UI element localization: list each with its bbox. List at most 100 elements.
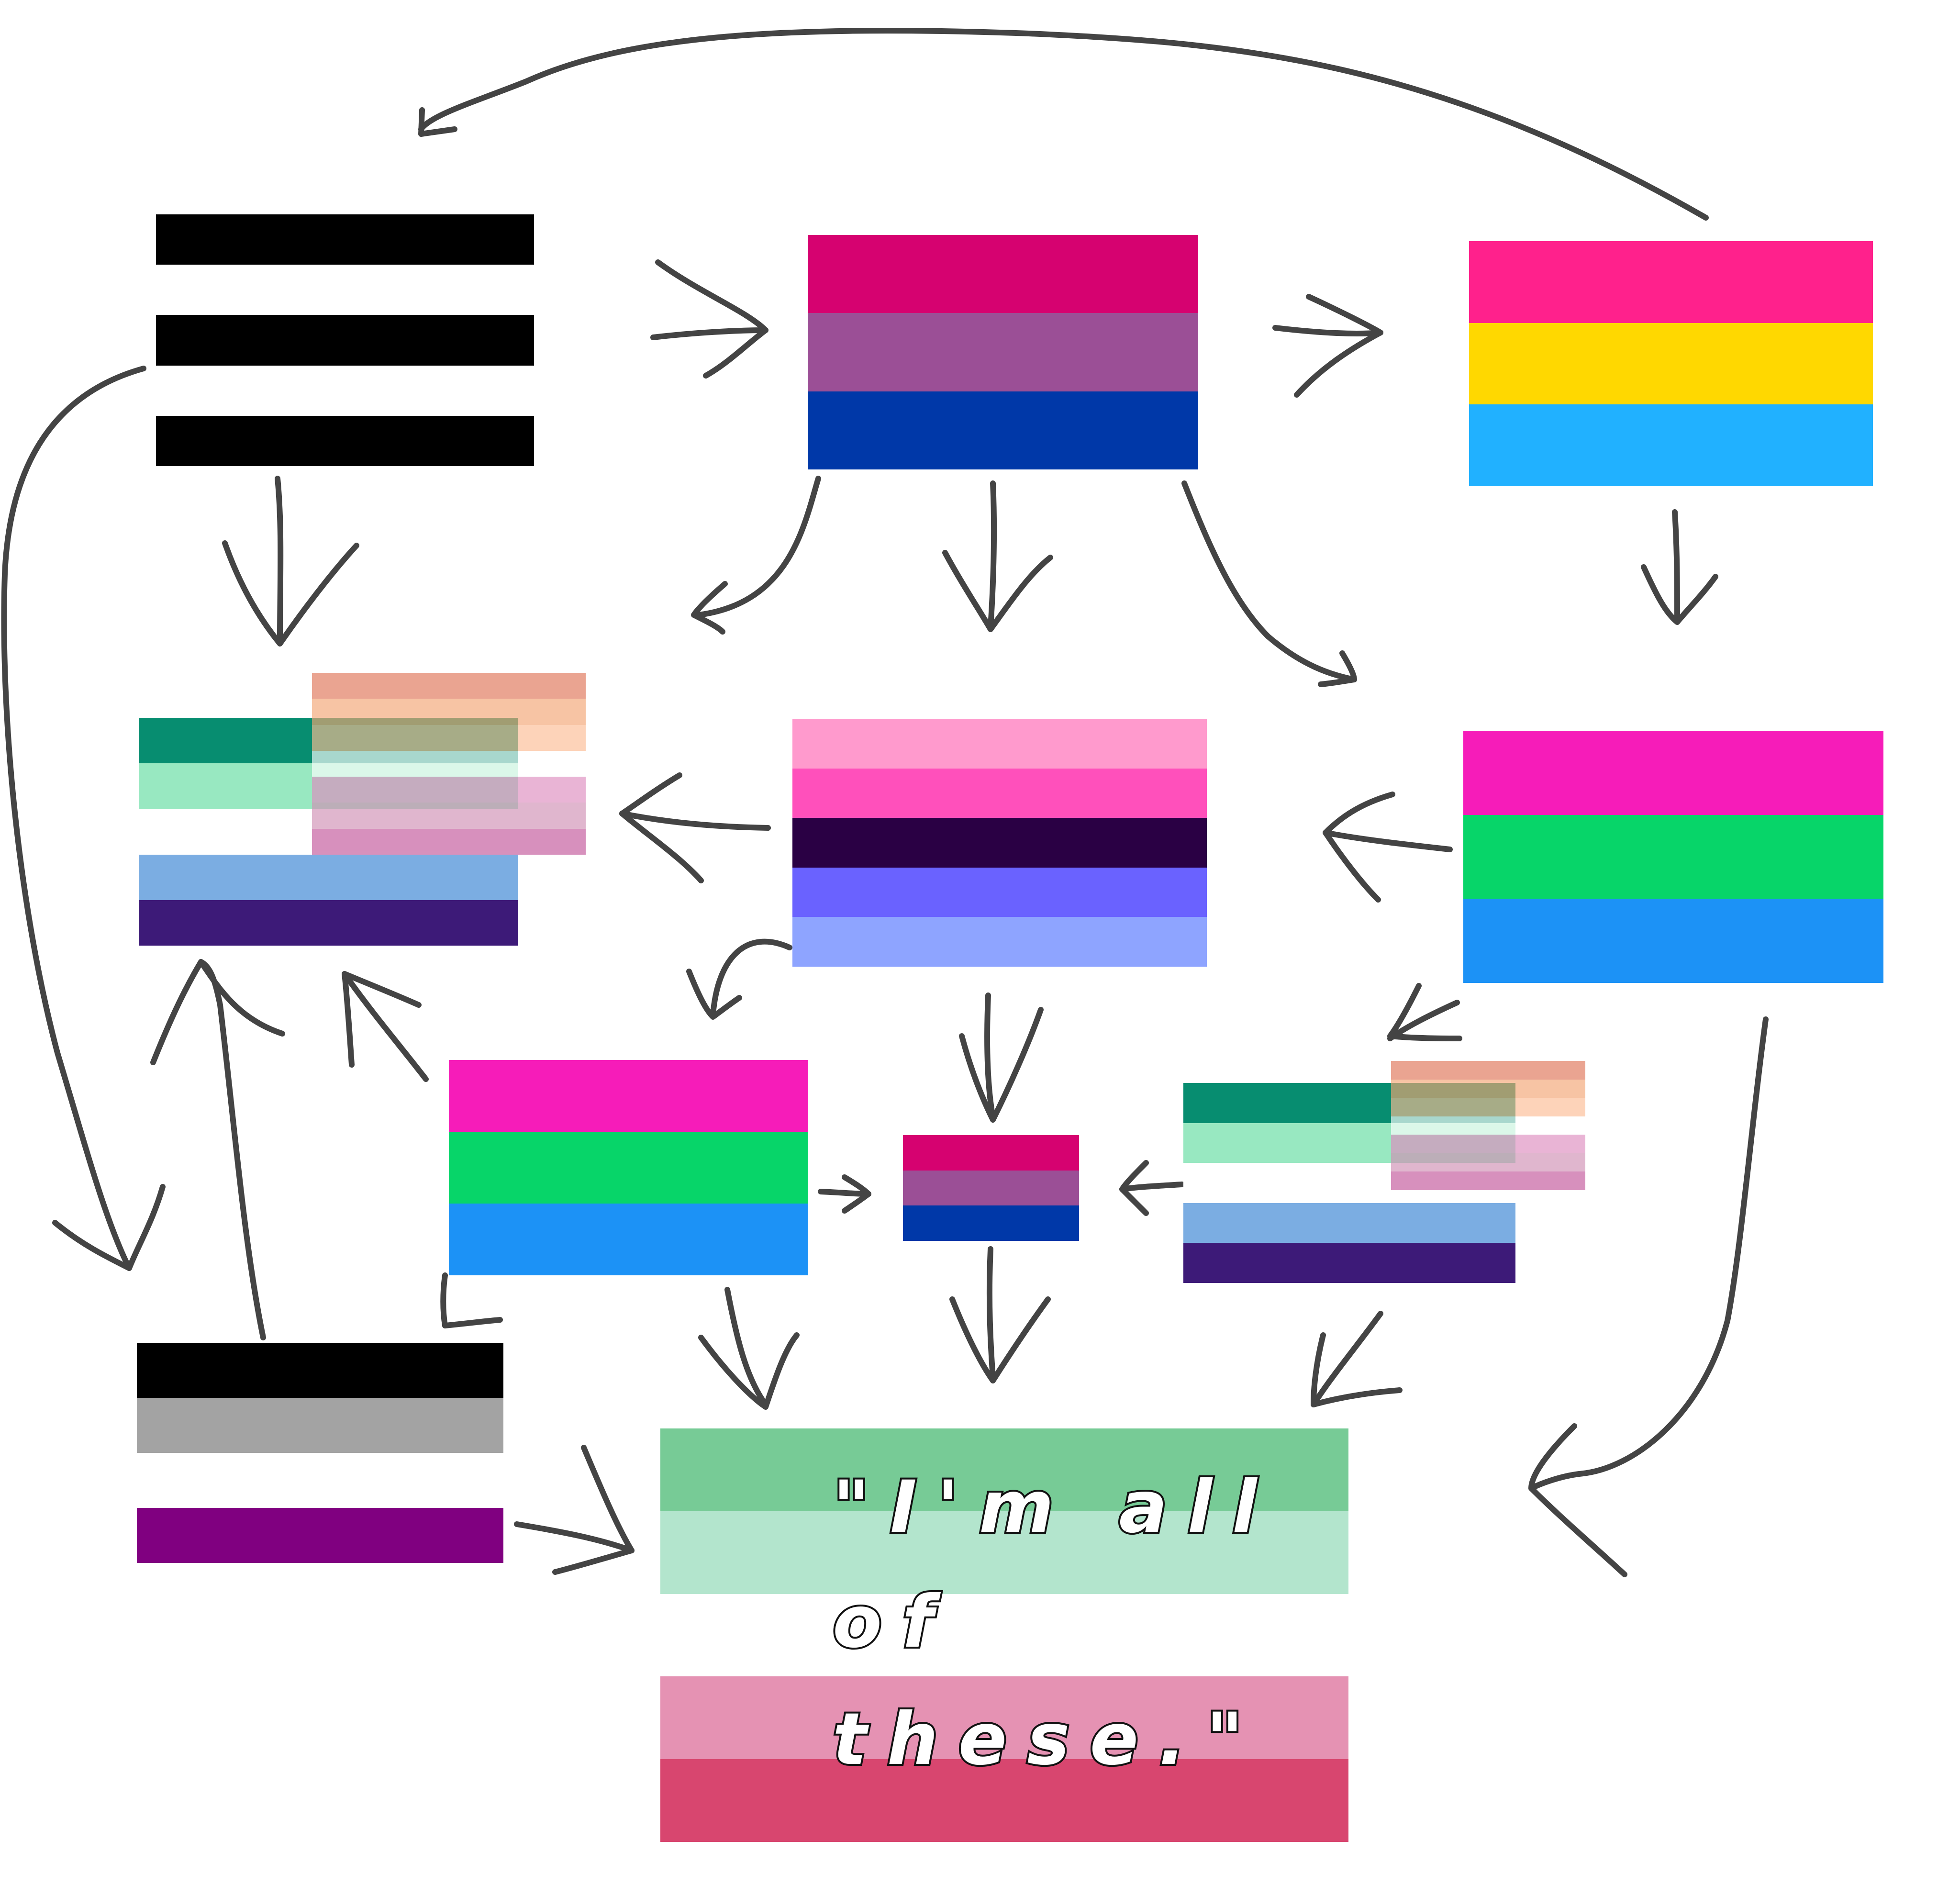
flag-genderfluid-stripe-2 <box>792 768 1207 818</box>
flag-straight-stripe-4 <box>156 365 534 416</box>
flag-wlw-left-stripe-7 <box>312 828 586 855</box>
flag-mlm-left-stripe-5 <box>139 900 518 946</box>
flag-final-stripe-1 <box>660 1428 1348 1512</box>
flag-final-stripe-2 <box>660 1511 1348 1595</box>
flag-wlw-right-stripe-2 <box>1391 1079 1585 1098</box>
arrow-polysmall-to-mlm <box>342 971 429 1082</box>
flag-polysexual-small-stripe-1 <box>449 1060 808 1132</box>
arrowhead-gf-to-polysmall <box>686 969 742 1020</box>
arrowhead-pan-down <box>1641 564 1718 625</box>
flag-straight <box>156 214 534 467</box>
flag-pansexual-stripe-2 <box>1469 323 1873 405</box>
arrowhead-gf-to-mlm <box>619 772 704 883</box>
arrow-asexual-to-final <box>514 1521 635 1553</box>
caption-line-3: these." <box>831 1698 1264 1781</box>
flag-bisexual <box>808 235 1198 470</box>
arrowhead-polysmall-to-smallbi <box>842 1174 871 1214</box>
flag-final <box>660 1428 1348 1842</box>
arrow-straight-to-asexual <box>1 366 146 1271</box>
arrow-bi-down <box>988 480 997 630</box>
flag-bisexual-stripe-3 <box>808 391 1198 470</box>
flag-asexual-stripe-3 <box>137 1453 503 1508</box>
flag-polysexual-large-stripe-3 <box>1463 899 1883 983</box>
flag-wlw-left-stripe-3 <box>312 725 586 751</box>
arrowhead-gf-to-smallbi <box>959 1007 1044 1123</box>
arrow-pan-down <box>1672 509 1680 623</box>
arrowhead-poly-to-gf <box>1323 792 1395 903</box>
flag-polysexual-large-stripe-2 <box>1463 814 1883 899</box>
arrowhead-polysmall-to-mlm <box>342 971 422 1068</box>
arrow-polysmall-to-smallbi <box>818 1189 871 1197</box>
arrow-straight-to-bi <box>650 327 768 340</box>
flag-straight-stripe-3 <box>156 315 534 366</box>
flag-wlw-right-stripe-6 <box>1391 1153 1585 1172</box>
arrowhead-polysmall-to-asexual <box>442 1317 503 1328</box>
arrowhead-bi-to-pan <box>1294 294 1383 398</box>
arrow-bi-to-poly <box>1181 480 1357 682</box>
flag-asexual-stripe-2 <box>137 1398 503 1453</box>
flag-final-stripe-5 <box>660 1759 1348 1842</box>
arrow-poly-to-gf <box>1323 830 1453 852</box>
arrow-polysmall-to-final <box>724 1287 768 1407</box>
arrow-bi-to-pan <box>1272 325 1383 336</box>
flag-mlm-right-stripe-4 <box>1183 1203 1515 1243</box>
flag-polysexual-small-stripe-3 <box>449 1203 808 1276</box>
flag-wlw-right-stripe-7 <box>1391 1171 1585 1191</box>
flag-polysexual-large <box>1463 731 1883 983</box>
flag-genderfluid-stripe-5 <box>792 917 1207 967</box>
arrow-polysmall-to-asexual <box>440 1272 448 1328</box>
arrowhead-pan-to-straight <box>418 107 457 137</box>
flag-bisexual-small-stripe-1 <box>903 1135 1079 1171</box>
arrowhead-bi-down <box>942 550 1053 632</box>
flag-wlw-right-stripe-3 <box>1391 1098 1585 1116</box>
flag-wlw-right-stripe-1 <box>1391 1061 1585 1080</box>
flag-wlw-left <box>312 673 586 855</box>
flag-polysexual-small-stripe-2 <box>449 1131 808 1204</box>
flag-mlm-left-stripe-4 <box>139 854 518 901</box>
arrow-asexual-to-mlm <box>198 959 266 1340</box>
flag-pansexual-stripe-1 <box>1469 241 1873 323</box>
arrowhead-mlm2-to-smallbi <box>1119 1160 1149 1216</box>
flag-wlw-left-stripe-1 <box>312 673 586 699</box>
flag-straight-stripe-5 <box>156 415 534 467</box>
flag-wlw-left-stripe-2 <box>312 699 586 725</box>
arrowhead-bi-to-poly <box>1318 650 1357 687</box>
flag-polysexual-small <box>449 1060 808 1276</box>
flag-final-stripe-4 <box>660 1676 1348 1760</box>
arrowhead-poly-to-mlm2 <box>1387 983 1462 1041</box>
arrow-mlm2-to-smallbi <box>1119 1182 1185 1192</box>
flag-asexual-stripe-1 <box>137 1343 503 1398</box>
flag-polysexual-large-stripe-1 <box>1463 731 1883 815</box>
arrowhead-bi-to-mlm <box>691 581 728 635</box>
flag-wlw-left-stripe-4 <box>312 750 586 777</box>
arrowhead-asexual-to-mlm <box>150 959 285 1065</box>
flag-pansexual <box>1469 241 1873 487</box>
arrow-pan-to-straight <box>418 28 1709 221</box>
flag-wlw-right-stripe-4 <box>1391 1116 1585 1135</box>
arrowhead-straight-down <box>222 540 359 647</box>
flag-mlm-right-stripe-5 <box>1183 1243 1515 1283</box>
flag-bisexual-stripe-2 <box>808 313 1198 391</box>
flag-pansexual-stripe-3 <box>1469 404 1873 487</box>
flag-genderfluid-stripe-4 <box>792 867 1207 917</box>
arrowhead-asexual-to-final <box>552 1445 635 1575</box>
flag-wlw-right-stripe-5 <box>1391 1135 1585 1153</box>
flag-genderfluid-stripe-3 <box>792 818 1207 868</box>
arrowhead-straight-to-asexual <box>52 1184 166 1271</box>
flag-bisexual-small-stripe-2 <box>903 1170 1079 1206</box>
arrowhead-polysmall-to-final <box>698 1332 800 1410</box>
arrow-bi-to-mlm <box>696 476 821 618</box>
caption-line-1: "I'm all <box>831 1466 1277 1549</box>
flag-wlw-left-stripe-5 <box>312 777 586 803</box>
caption-line-2: of <box>831 1581 954 1664</box>
arrow-smallbi-to-final <box>986 1246 996 1381</box>
arrow-gf-to-smallbi <box>984 993 996 1120</box>
flag-bisexual-small-stripe-3 <box>903 1205 1079 1241</box>
arrowhead-straight-to-bi <box>655 259 768 379</box>
flag-wlw-right <box>1391 1061 1585 1191</box>
arrowhead-smallbi-to-final <box>949 1296 1051 1383</box>
flag-asexual-stripe-4 <box>137 1508 503 1563</box>
flag-asexual <box>137 1343 503 1563</box>
flag-straight-stripe-2 <box>156 265 534 315</box>
